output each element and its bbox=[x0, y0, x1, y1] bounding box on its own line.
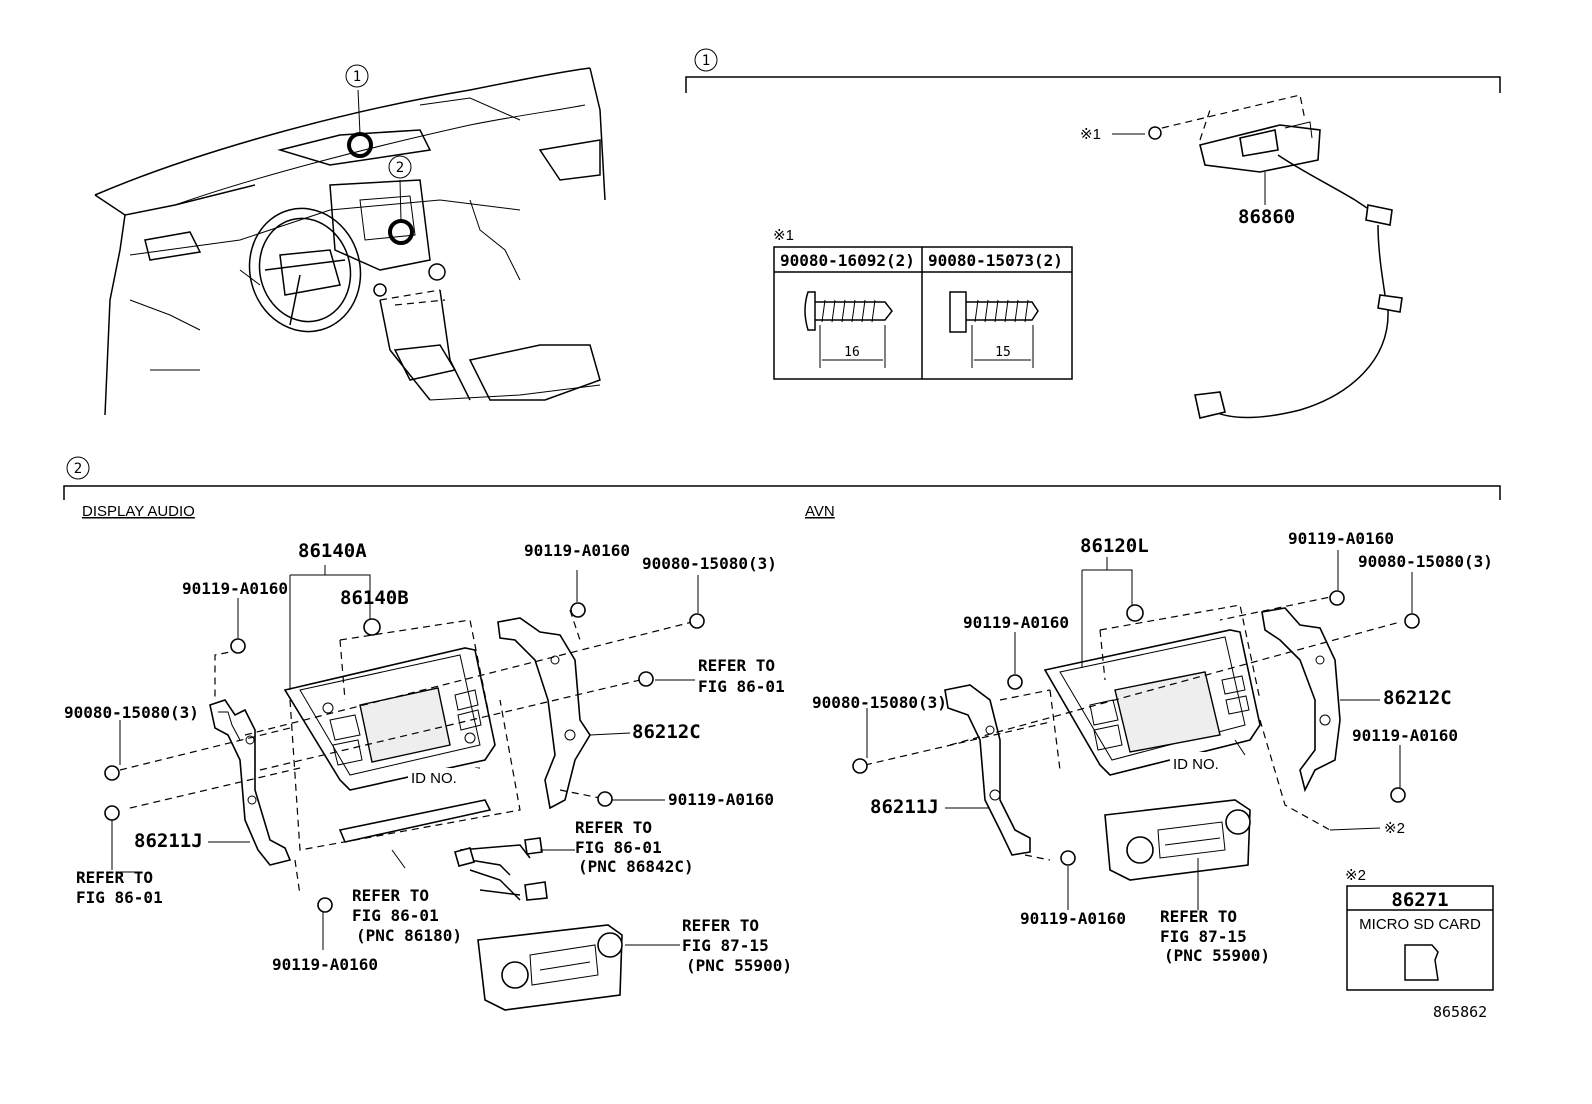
sd-card-icon bbox=[1404, 944, 1439, 981]
display-audio-title: DISPLAY AUDIO bbox=[82, 503, 195, 520]
screw-left-part: 90080-16092(2) bbox=[780, 251, 915, 270]
svg-text:FIG 87-15: FIG 87-15 bbox=[682, 936, 769, 955]
part-86120L: 86120L bbox=[1080, 535, 1149, 557]
callout-1-overview: 1 bbox=[345, 64, 369, 88]
svg-text:ID NO.: ID NO. bbox=[411, 770, 457, 787]
svg-text:2: 2 bbox=[74, 461, 82, 477]
dashboard-overview-drawing bbox=[94, 67, 606, 416]
svg-text:90080-15080(3): 90080-15080(3) bbox=[642, 554, 777, 573]
svg-text:16: 16 bbox=[844, 345, 860, 360]
display-audio-right-bracket bbox=[497, 617, 591, 810]
part-86860: 86860 bbox=[1238, 206, 1295, 228]
svg-text:FIG 86-01: FIG 86-01 bbox=[698, 677, 785, 696]
svg-text:90119-A0160: 90119-A0160 bbox=[1020, 909, 1126, 928]
svg-text:REFER TO: REFER TO bbox=[698, 656, 775, 675]
avn-climate-control bbox=[1104, 799, 1251, 881]
part-86140B: 86140B bbox=[340, 587, 409, 609]
svg-text:90119-A0160: 90119-A0160 bbox=[524, 541, 630, 560]
svg-text:1: 1 bbox=[353, 69, 361, 85]
figure-number: 865862 bbox=[1433, 1003, 1487, 1021]
location-marker-1 bbox=[347, 132, 373, 158]
svg-text:90119-A0160: 90119-A0160 bbox=[1352, 726, 1458, 745]
avn-right-bracket bbox=[1261, 607, 1341, 793]
svg-text:(PNC 55900): (PNC 55900) bbox=[1164, 946, 1270, 965]
da-screw-bottom bbox=[317, 897, 333, 913]
da-screw-refer bbox=[638, 671, 654, 687]
section-1-header: 1 bbox=[685, 48, 1501, 93]
screw-right-part: 90080-15073(2) bbox=[928, 251, 1063, 270]
display-audio-left-bracket bbox=[209, 699, 292, 866]
location-marker-2 bbox=[388, 219, 414, 245]
da-screw-top-right bbox=[689, 613, 705, 629]
svg-text:REFER TO: REFER TO bbox=[352, 886, 429, 905]
svg-text:FIG 86-01: FIG 86-01 bbox=[575, 838, 662, 857]
svg-text:1: 1 bbox=[702, 53, 710, 69]
screw-right-icon bbox=[949, 291, 967, 333]
svg-text:90080-15080(3): 90080-15080(3) bbox=[64, 703, 199, 722]
part-86271: 86271 bbox=[1391, 889, 1448, 911]
svg-text:REFER TO: REFER TO bbox=[575, 818, 652, 837]
avn-left-bracket bbox=[944, 684, 1031, 856]
micro-sd-box: ※2 86271 MICRO SD CARD bbox=[1345, 867, 1494, 991]
screw-ref-mark: ※1 bbox=[1080, 126, 1101, 143]
da-wire-harness bbox=[459, 844, 531, 901]
svg-text:REFER TO: REFER TO bbox=[682, 916, 759, 935]
svg-text:90119-A0160: 90119-A0160 bbox=[668, 790, 774, 809]
svg-text:(PNC 86180): (PNC 86180) bbox=[356, 926, 462, 945]
svg-text:※2: ※2 bbox=[1384, 820, 1405, 837]
da-screw-left bbox=[104, 765, 120, 781]
svg-text:90119-A0160: 90119-A0160 bbox=[182, 579, 288, 598]
display-audio-group: DISPLAY AUDIO bbox=[64, 503, 792, 1011]
screw-spec-table: ※1 90080-16092(2) 90080-15073(2) 16 15 bbox=[773, 227, 1073, 380]
svg-text:(PNC 55900): (PNC 55900) bbox=[686, 956, 792, 975]
section-2-header: 2 bbox=[63, 456, 1501, 500]
module-86860-drawing: ※1 86860 bbox=[1080, 94, 1403, 419]
svg-text:90119-A0160: 90119-A0160 bbox=[1288, 529, 1394, 548]
svg-text:REFER TO: REFER TO bbox=[1160, 907, 1237, 926]
micro-sd-card-label: MICRO SD CARD bbox=[1359, 916, 1481, 933]
svg-text:FIG 86-01: FIG 86-01 bbox=[352, 906, 439, 925]
svg-text:※2: ※2 bbox=[1345, 867, 1366, 884]
part-86140A: 86140A bbox=[298, 540, 367, 562]
avn-title: AVN bbox=[805, 503, 835, 520]
svg-text:FIG 87-15: FIG 87-15 bbox=[1160, 927, 1247, 946]
da-screw-left-2 bbox=[104, 805, 120, 821]
screw-note-mark: ※1 bbox=[773, 227, 794, 244]
svg-text:15: 15 bbox=[995, 345, 1011, 360]
part-86211J-avn: 86211J bbox=[870, 796, 939, 818]
svg-text:(PNC 86842C): (PNC 86842C) bbox=[578, 857, 694, 876]
da-screw-top-left bbox=[230, 638, 246, 654]
da-screw-mid-right bbox=[597, 791, 613, 807]
callout-2-overview: 2 bbox=[388, 155, 412, 179]
da-screw-top-mid bbox=[570, 602, 586, 618]
part-86212C-avn: 86212C bbox=[1383, 687, 1452, 709]
svg-text:FIG 86-01: FIG 86-01 bbox=[76, 888, 163, 907]
svg-text:ID NO.: ID NO. bbox=[1173, 756, 1219, 773]
svg-text:REFER TO: REFER TO bbox=[76, 868, 153, 887]
part-86212C-da: 86212C bbox=[632, 721, 701, 743]
svg-text:90080-15080(3): 90080-15080(3) bbox=[812, 693, 947, 712]
part-86211J-da: 86211J bbox=[134, 830, 203, 852]
svg-text:2: 2 bbox=[396, 160, 404, 176]
svg-text:90119-A0160: 90119-A0160 bbox=[272, 955, 378, 974]
avn-group: AVN bbox=[805, 503, 1493, 965]
svg-text:90080-15080(3): 90080-15080(3) bbox=[1358, 552, 1493, 571]
screw-left-icon bbox=[804, 291, 816, 331]
svg-text:90119-A0160: 90119-A0160 bbox=[963, 613, 1069, 632]
